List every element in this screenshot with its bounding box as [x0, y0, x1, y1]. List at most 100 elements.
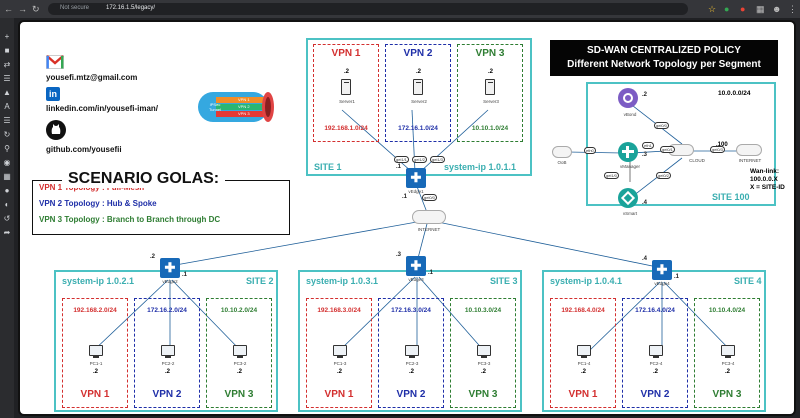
site-label: SITE 4: [734, 276, 762, 286]
pc-icon[interactable]: [405, 345, 419, 358]
add-node-icon[interactable]: +: [4, 32, 10, 41]
email-text: yousefi.mtz@gmail.com: [46, 73, 138, 82]
pc-icon[interactable]: [577, 345, 591, 358]
title-box: SD-WAN CENTRALIZED POLICY Different Netw…: [550, 40, 778, 76]
vpn-title: VPN 3: [468, 389, 498, 400]
extension-icon[interactable]: ●: [724, 4, 730, 14]
title-line2: Different Network Topology per Segment: [567, 59, 761, 70]
vbond-icon[interactable]: [618, 88, 638, 108]
vedge4-router-icon[interactable]: ✚: [652, 260, 672, 280]
site-label: SITE 1: [314, 162, 342, 172]
oob-cloud-icon[interactable]: [552, 146, 572, 158]
server-icon[interactable]: [413, 79, 423, 95]
github-text: github.com/yousefii: [46, 145, 122, 154]
extension-icon[interactable]: ●: [740, 4, 746, 14]
pc-icon[interactable]: [333, 345, 347, 358]
vsmart-label: vSmart: [622, 211, 638, 216]
router-name: vEdge1: [408, 189, 424, 194]
vmanage-ip: .3: [642, 152, 648, 158]
theme-icon[interactable]: ◐: [4, 200, 10, 209]
text-icon[interactable]: A: [4, 102, 10, 111]
left-toolbar: + ■ ⇄ ☰ ▲ A ☰ ↻ ⚲ ◉ ▦ ● ◐ ↺ ➦: [0, 18, 14, 418]
nodes-icon[interactable]: ■: [4, 46, 10, 55]
grid-icon[interactable]: ▦: [3, 172, 11, 181]
github-icon: [46, 120, 66, 140]
vedge1-router-icon[interactable]: ✚: [406, 168, 426, 188]
internet-cloud-icon[interactable]: [736, 144, 762, 156]
refresh-icon[interactable]: ↻: [3, 130, 11, 139]
vpn2-zone: VPN 2 .2 Server2 172.16.1.0/24: [385, 44, 451, 142]
startup-config-icon[interactable]: ☰: [3, 74, 11, 83]
history-icon[interactable]: ↺: [3, 214, 11, 223]
pc-icon[interactable]: [161, 345, 175, 358]
subnet-label: 172.16.4.0/24: [635, 307, 675, 314]
host-ip: .2: [165, 369, 171, 375]
port-label: gei0/0: [422, 194, 437, 201]
topology-canvas[interactable]: yousefi.mtz@gmail.com in linkedin.com/in…: [18, 20, 796, 416]
back-icon[interactable]: ←: [4, 4, 13, 14]
vmanage-icon[interactable]: [618, 142, 638, 162]
zoom-icon[interactable]: ⚲: [4, 144, 10, 153]
wan-ip: .2: [150, 254, 156, 260]
browser-toolbar: ← → ↻ Not secure 172.16.1.5/legacy/ ☆ ● …: [0, 0, 800, 18]
subnet-label: 10.10.4.0/24: [708, 307, 746, 314]
puzzle-icon[interactable]: ▦: [756, 4, 765, 14]
vpn-title: VPN 3: [475, 48, 505, 59]
pc-icon[interactable]: [233, 345, 247, 358]
gmail-icon: [46, 55, 64, 69]
vpn2-zone: 172.16.3.0/24 PC2-3 .2 VPN 2: [378, 298, 444, 408]
list-icon[interactable]: ☰: [3, 116, 11, 125]
lock-icon[interactable]: ●: [4, 186, 10, 195]
internet-cloud-icon[interactable]: [412, 210, 446, 224]
menu-icon[interactable]: ⋮: [788, 4, 797, 14]
site-2-box: system-ip 1.0.2.1 SITE 2 192.168.2.0/24 …: [54, 270, 278, 412]
vpn-title: VPN 2: [403, 48, 433, 59]
port-label: gei0/1: [660, 146, 675, 153]
internet-label: INTERNET: [738, 158, 762, 163]
wan-note-line: Wan-link:: [750, 168, 780, 175]
wan-note-line: 100.0.0.X: [750, 176, 778, 183]
pc-icon[interactable]: [649, 345, 663, 358]
host-ip: .2: [337, 369, 343, 375]
profile-icon[interactable]: ☻: [772, 4, 782, 14]
networks-icon[interactable]: ⇄: [3, 60, 11, 69]
linkedin-icon: in: [46, 87, 60, 101]
port-label: gei0/0: [654, 122, 669, 129]
pc-icon[interactable]: [89, 345, 103, 358]
status-icon[interactable]: ◉: [3, 158, 11, 167]
pc-label: PC3-2: [233, 361, 247, 366]
vedge3-router-icon[interactable]: ✚: [406, 256, 426, 276]
lab-details-icon[interactable]: ▲: [3, 88, 11, 97]
host-ip: .2: [93, 369, 99, 375]
server-icon[interactable]: [485, 79, 495, 95]
vedge2-router-icon[interactable]: ✚: [160, 258, 180, 278]
close-lab-icon[interactable]: ➦: [3, 228, 11, 237]
scenario-box: VPN 1 Topology : Full-Mesh VPN 2 Topolog…: [32, 180, 290, 235]
oob-label: OoB: [557, 160, 567, 165]
vbond-ip: .2: [642, 92, 648, 98]
port-label: eth0: [584, 147, 596, 154]
pc-icon[interactable]: [721, 345, 735, 358]
server-icon[interactable]: [341, 79, 351, 95]
vmanage-label: vManager: [619, 164, 640, 169]
server-label: Server2: [411, 99, 427, 104]
host-ip: .2: [481, 369, 487, 375]
vpn1-zone: VPN 1 .2 Server1 192.168.1.0/24: [313, 44, 379, 142]
vpn2-zone: 172.16.2.0/24 PC2-2 .2 VPN 2: [134, 298, 200, 408]
reload-icon[interactable]: ↻: [32, 4, 40, 14]
system-ip: system-ip 1.0.3.1: [306, 276, 379, 286]
router-ip: .1: [674, 274, 680, 280]
pc-icon[interactable]: [477, 345, 491, 358]
wan-note-line: X = SITE-ID: [750, 184, 785, 191]
title-line1: SD-WAN CENTRALIZED POLICY: [587, 45, 741, 56]
forward-icon[interactable]: →: [18, 4, 27, 14]
url-text[interactable]: 172.16.1.5/legacy/: [106, 5, 156, 11]
wan-ip: .3: [396, 252, 402, 258]
vpn3-zone: VPN 3 .2 Server3 10.10.1.0/24: [457, 44, 523, 142]
site-4-box: system-ip 1.0.4.1 SITE 4 192.168.4.0/24 …: [542, 270, 766, 412]
address-bar[interactable]: Not secure 172.16.1.5/legacy/: [48, 3, 688, 15]
vsmart-icon[interactable]: [618, 188, 638, 208]
vbond-label: vBond: [623, 112, 637, 117]
star-icon[interactable]: ☆: [708, 4, 717, 14]
tunnel-vpn-label: VPN 2: [238, 104, 250, 109]
